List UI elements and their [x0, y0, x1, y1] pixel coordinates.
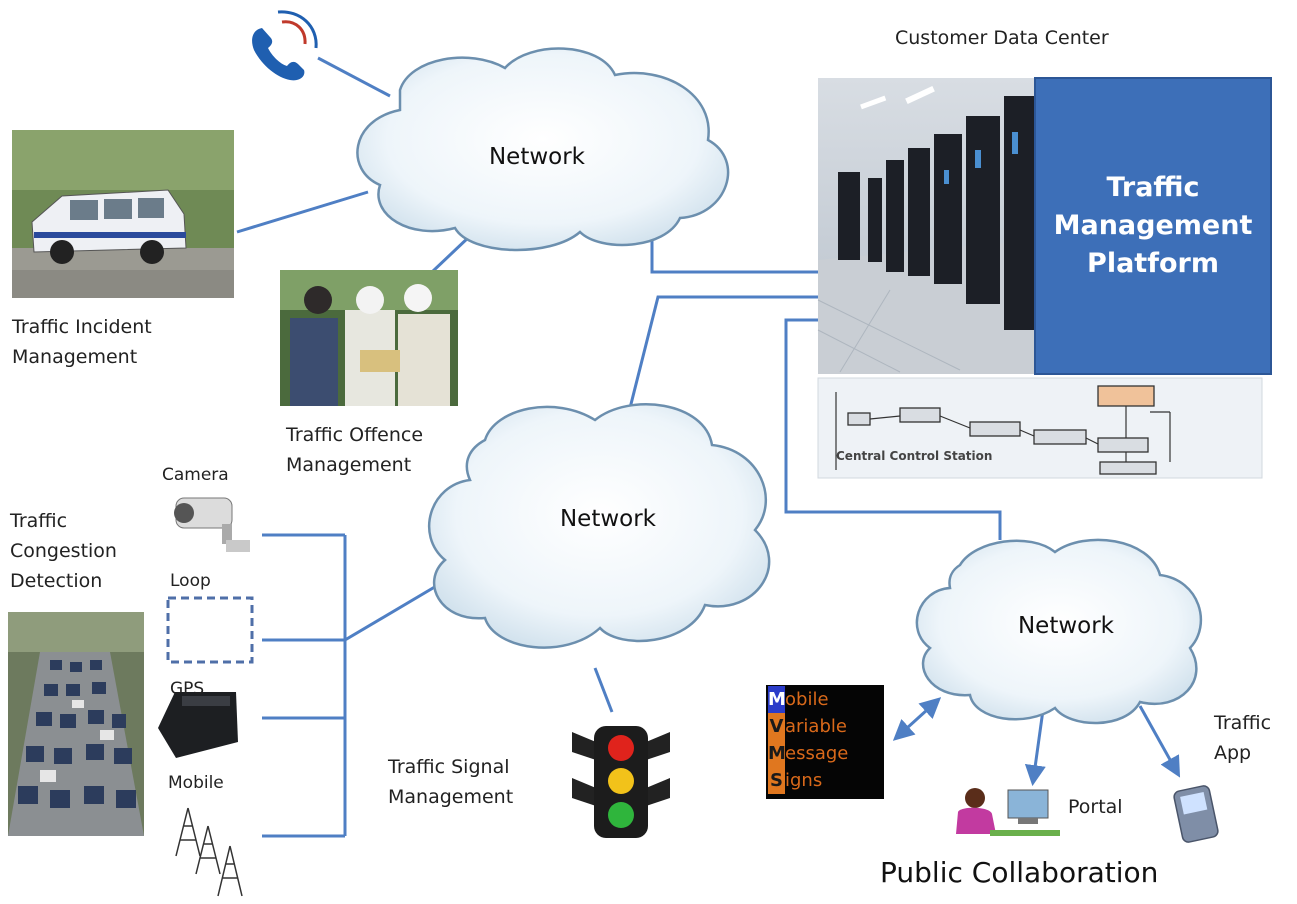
incident-link — [236, 190, 369, 234]
mvms-initial: S — [768, 767, 785, 794]
signal-label-line-2: Management — [388, 786, 514, 808]
public-collaboration-label: Public Collaboration — [880, 856, 1159, 889]
traffic-light-icon — [572, 726, 670, 838]
cloud-public-label: Network — [1017, 613, 1115, 639]
mvms-initial: M — [768, 686, 786, 713]
loop-icon — [166, 596, 254, 664]
traffic-app-label-line-2: App — [1214, 742, 1252, 764]
offence-label: Traffic Offence Management — [286, 420, 423, 480]
mobile-label: Mobile — [168, 773, 224, 793]
top-cloud-to-dc-link — [650, 238, 818, 274]
platform-line-2: Management — [1053, 210, 1253, 241]
portal-icon — [956, 788, 1060, 836]
congestion-label: Traffic Congestion Detection — [10, 506, 117, 596]
offence-photo — [280, 270, 458, 406]
congestion-label-line-1: Traffic — [10, 510, 68, 532]
mvms-word: ariable — [785, 716, 847, 737]
mvms-initial: V — [768, 713, 785, 740]
signal-label-line-1: Traffic Signal — [388, 756, 510, 778]
mvms-word: igns — [785, 770, 823, 791]
incident-photo — [12, 130, 234, 298]
traffic-management-platform: Traffic Management Platform — [1034, 77, 1272, 375]
mvms-arrow — [892, 697, 942, 741]
phone-icon — [252, 10, 318, 81]
mobile-phone-icon — [1173, 785, 1219, 843]
mvms-row: Mobile — [768, 686, 884, 713]
mobile-towers-icon — [175, 807, 243, 897]
mvms-row: Variable — [768, 713, 884, 740]
offence-link — [430, 234, 472, 274]
mvms-word: obile — [785, 689, 829, 710]
connection-lines — [236, 56, 1181, 838]
portal-arrow — [1024, 709, 1046, 787]
dc-to-public-cloud-link — [784, 318, 1002, 540]
congestion-label-line-2: Congestion — [10, 540, 117, 562]
signal-link — [593, 667, 614, 713]
gps-icon — [158, 692, 238, 758]
control-station-label: Central Control Station — [836, 449, 993, 463]
platform-line-1: Traffic — [1106, 172, 1200, 203]
app-arrow — [1138, 705, 1181, 778]
congestion-label-line-3: Detection — [10, 570, 103, 592]
cloud-top-label: Network — [488, 144, 586, 170]
congestion-photo — [8, 612, 144, 836]
portal-label: Portal — [1068, 796, 1123, 818]
cloud-public — [915, 538, 1203, 725]
cloud-top — [356, 47, 730, 252]
signal-label: Traffic Signal Management — [388, 752, 513, 812]
incident-label: Traffic Incident Management — [12, 312, 152, 372]
traffic-app-label: Traffic App — [1214, 708, 1271, 768]
loop-label: Loop — [170, 571, 211, 591]
camera-icon — [174, 497, 250, 552]
control-station-diagram — [817, 377, 1263, 479]
camera-label: Camera — [162, 465, 229, 485]
mvms-initial: M — [768, 740, 786, 767]
offence-label-line-1: Traffic Offence — [286, 424, 424, 446]
platform-line-3: Platform — [1087, 248, 1219, 279]
cloud-center — [428, 403, 771, 649]
cloud-center-label: Network — [559, 506, 657, 532]
incident-label-line-2: Management — [12, 346, 138, 368]
incident-label-line-1: Traffic Incident — [12, 316, 152, 338]
gps-label: GPS — [170, 679, 205, 699]
traffic-app-label-line-1: Traffic — [1214, 712, 1272, 734]
police-vehicle — [31, 189, 187, 264]
phone-link — [317, 56, 391, 98]
offence-label-line-2: Management — [286, 454, 412, 476]
data-center-title: Customer Data Center — [895, 27, 1109, 49]
mvms-row: Message — [768, 740, 884, 767]
mvms-word: essage — [785, 743, 849, 764]
center-cloud-to-dc-link — [628, 295, 818, 409]
data-center-photo — [817, 78, 1034, 374]
